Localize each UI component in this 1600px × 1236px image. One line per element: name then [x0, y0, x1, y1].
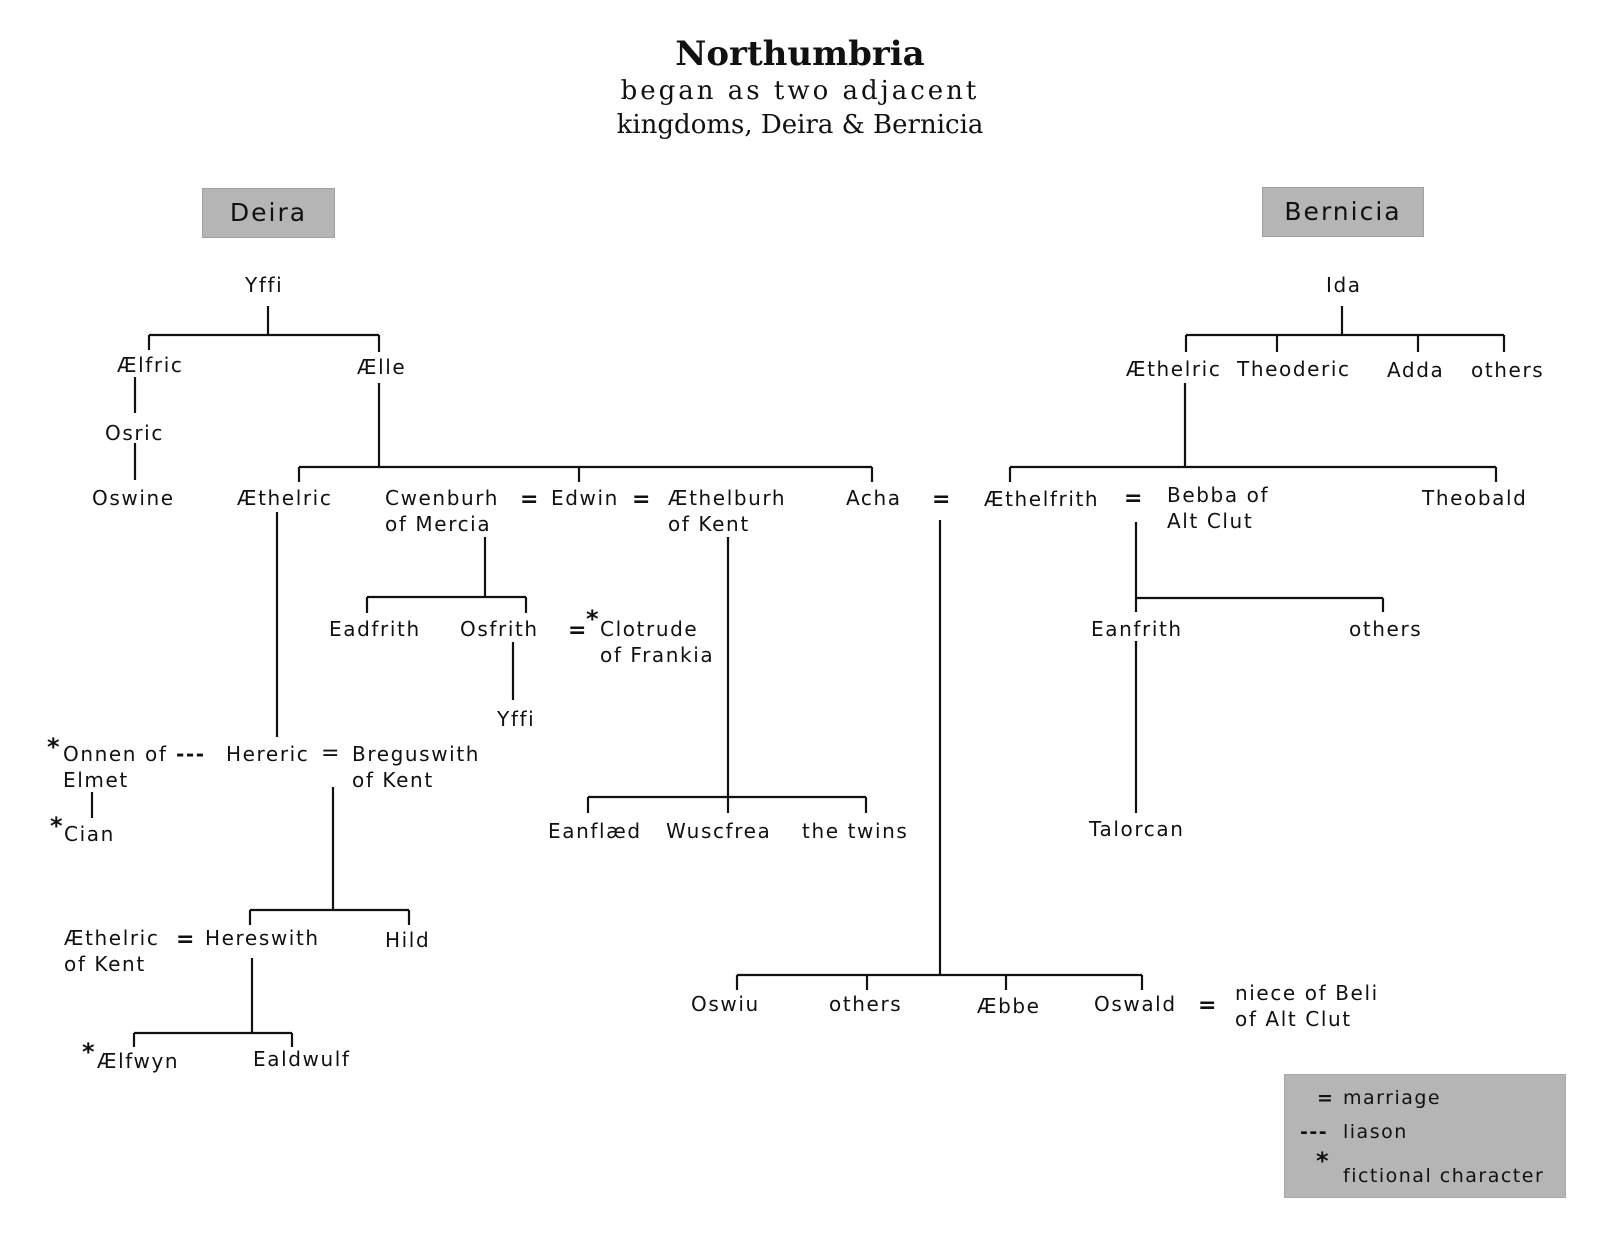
marriage-symbol: = [568, 618, 587, 643]
person-eadfrith: Eadfrith [329, 617, 421, 641]
person-cian: Cian [64, 822, 115, 846]
person-hereric: Hereric [226, 742, 310, 766]
person-aelfwyn: Ælfwyn [97, 1049, 180, 1073]
page-title: Northumbria [675, 34, 925, 74]
person-acha: Acha [846, 486, 902, 510]
person-adda: Adda [1387, 358, 1445, 382]
legend-liaison-label: liason [1343, 1121, 1408, 1143]
marriage-symbol: = [321, 741, 340, 766]
marriage-symbol: = [176, 927, 195, 952]
person-others-aethelfrith: others [1349, 617, 1423, 641]
legend-liaison-symbol: --- [1300, 1121, 1329, 1143]
legend-fictional-label: fictional character [1343, 1165, 1545, 1187]
person-hild: Hild [385, 928, 431, 952]
subtitle-line-1: began as two adjacent [620, 76, 980, 106]
marriage-symbol: = [1124, 486, 1143, 511]
person-aethelfrith: Æthelfrith [984, 487, 1100, 511]
fictional-marker: * [50, 812, 63, 840]
marriage-symbol: = [1198, 993, 1217, 1018]
person-aelle: Ælle [357, 355, 407, 379]
marriage-symbol: = [632, 487, 651, 512]
person-hereswith: Hereswith [205, 926, 320, 950]
person-oswald: Oswald [1094, 992, 1177, 1016]
person-theobald: Theobald [1422, 486, 1528, 510]
person-eanflaed: Eanflæd [548, 819, 642, 843]
person-osfrith: Osfrith [460, 617, 539, 641]
person-osric: Osric [105, 421, 164, 445]
person-aebbe: Æbbe [977, 994, 1041, 1018]
fictional-marker: * [586, 605, 599, 633]
fictional-marker: * [47, 733, 60, 761]
legend-fictional-symbol: * [1316, 1147, 1331, 1175]
legend-marriage-symbol: = [1317, 1087, 1335, 1109]
person-aelfric: Ælfric [117, 353, 184, 377]
person-the-twins: the twins [802, 819, 909, 843]
legend: = marriage --- liason * fictional charac… [1284, 1074, 1566, 1198]
subtitle-line-2: kingdoms, Deira & Bernicia [616, 110, 984, 140]
person-yffi-son-of-osfrith: Yffi [497, 707, 536, 731]
person-eanfrith: Eanfrith [1091, 617, 1183, 641]
person-oswine: Oswine [92, 486, 175, 510]
person-wuscfrea: Wuscfrea [666, 819, 772, 843]
kingdom-label-bernicia: Bernicia [1262, 187, 1424, 237]
marriage-symbol: = [520, 487, 539, 512]
person-ida: Ida [1326, 273, 1362, 297]
person-others-acha: others [829, 992, 903, 1016]
kingdom-label-deira: Deira [202, 188, 335, 238]
person-others-ida: others [1471, 358, 1545, 382]
fictional-marker: * [82, 1038, 95, 1066]
person-talorcan: Talorcan [1089, 817, 1185, 841]
person-theoderic: Theoderic [1237, 357, 1351, 381]
person-edwin: Edwin [551, 486, 619, 510]
legend-marriage-label: marriage [1343, 1087, 1442, 1109]
person-oswiu: Oswiu [691, 992, 760, 1016]
person-ealdwulf: Ealdwulf [253, 1047, 351, 1071]
person-aethelric-bernicia: Æthelric [1126, 357, 1222, 381]
person-aethelric-deira: Æthelric [237, 486, 333, 510]
liaison-symbol: --- [176, 742, 206, 766]
person-yffi: Yffi [245, 273, 284, 297]
marriage-symbol: = [932, 487, 951, 512]
